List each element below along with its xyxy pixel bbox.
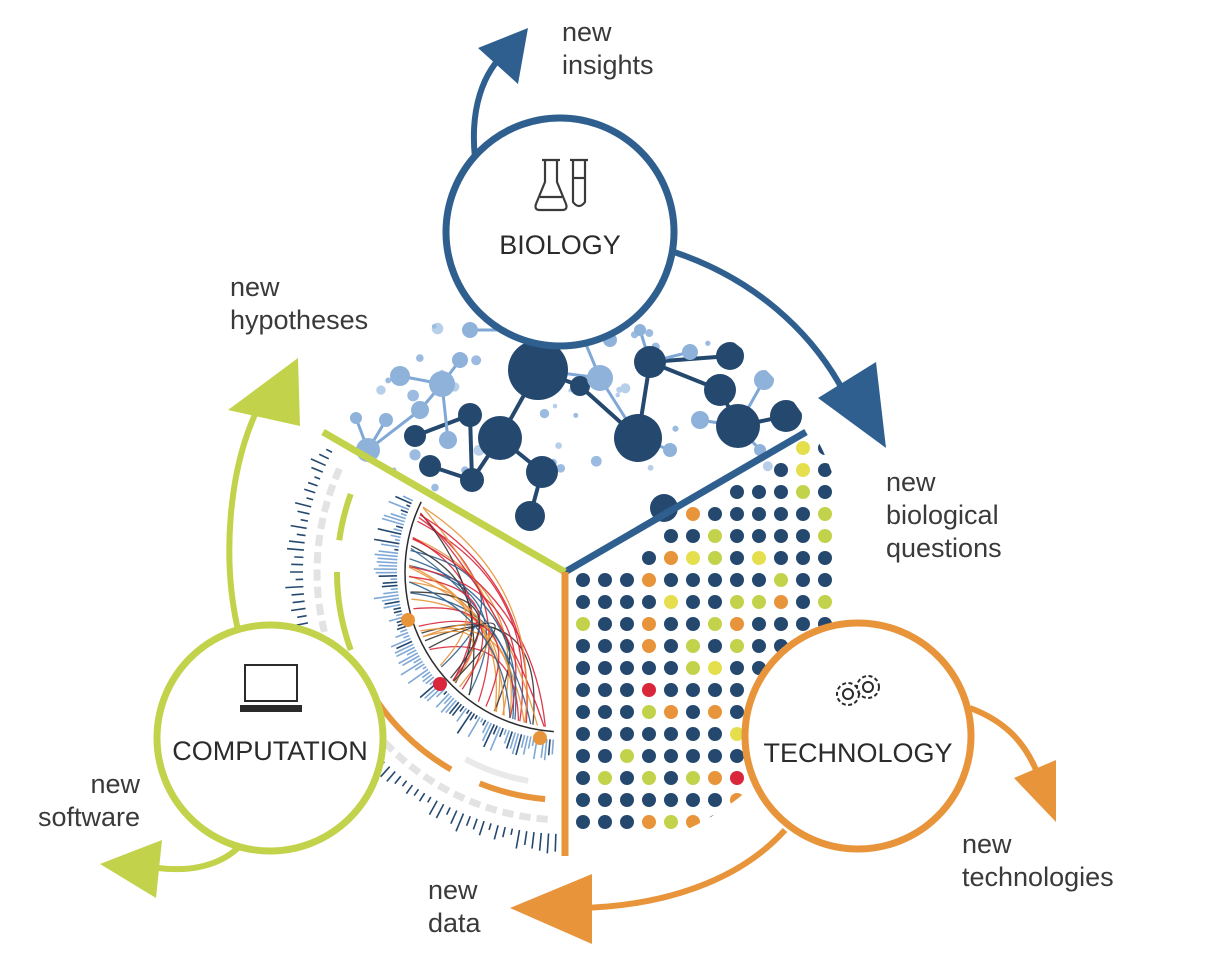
gears-icon [836, 675, 880, 706]
divider-biology [563, 428, 808, 576]
molecular-network [350, 320, 802, 531]
flask-test-tube-icon [534, 158, 588, 212]
biology-node [442, 114, 678, 350]
computation-node [153, 621, 387, 855]
arrow-technology-to-computation [510, 827, 788, 944]
laptop-icon [240, 664, 302, 712]
computation-title: COMPUTATION [172, 736, 368, 766]
technology-node [741, 619, 975, 853]
arrow-to-new-software [100, 840, 243, 898]
arrow-biology-to-technology [673, 249, 886, 448]
arrow-to-new-insights [470, 28, 528, 159]
technology-title: TECHNOLOGY [763, 738, 953, 768]
biology-title: BIOLOGY [499, 230, 621, 260]
arrow-computation-to-biology [226, 358, 300, 631]
arrow-to-new-technologies [968, 705, 1056, 822]
divider-computation [321, 428, 567, 576]
